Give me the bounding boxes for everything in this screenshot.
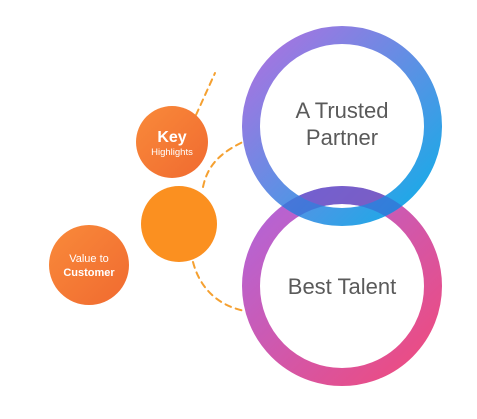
key-highlights-bubble: Key Highlights bbox=[136, 106, 208, 178]
key-highlights-subtitle: Highlights bbox=[151, 147, 193, 158]
key-highlights-title: Key bbox=[157, 129, 186, 146]
value-to-customer-line2: Customer bbox=[63, 267, 115, 279]
best-talent-label: Best Talent bbox=[288, 274, 396, 299]
trusted-partner-ring bbox=[242, 26, 442, 226]
dashed-connectors bbox=[192, 72, 248, 312]
center-bubble bbox=[141, 186, 217, 262]
value-to-customer-bubble: Value to Customer bbox=[49, 225, 129, 305]
connector-key-highlights-up bbox=[195, 72, 216, 116]
trusted-partner-line1: A Trusted bbox=[296, 98, 389, 123]
ring-overlap bbox=[242, 186, 442, 226]
trusted-partner-line2: Partner bbox=[306, 125, 378, 150]
connector-center-to-top-ring bbox=[202, 139, 248, 188]
connector-center-to-bottom-ring bbox=[192, 261, 246, 312]
value-to-customer-line1: Value to bbox=[69, 253, 109, 265]
